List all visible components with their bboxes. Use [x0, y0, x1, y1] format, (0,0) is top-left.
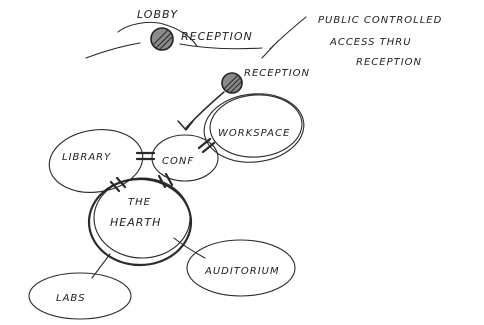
reception-to-conf-arrow: [185, 91, 225, 129]
lobby-flow-line-left: [85, 42, 141, 59]
label-conf: CONF: [162, 156, 194, 167]
annotation-line-3: RECEPTION: [356, 57, 422, 68]
lobby-arc: [117, 21, 198, 47]
labs-bubble: [28, 272, 132, 320]
auditorium-bubble: [186, 239, 296, 297]
hearth-auditorium-link: [173, 237, 206, 259]
label-auditorium: AUDITORIUM: [204, 266, 280, 277]
workspace-bubble: [203, 93, 305, 163]
label-lobby: LOBBY: [137, 8, 178, 21]
hearth-bubble-outline-2: [93, 177, 191, 259]
label-reception-top: RECEPTION: [181, 30, 253, 43]
arrowhead: [177, 120, 194, 131]
mid-node-hatching: [224, 74, 242, 93]
annotation-line-1: PUBLIC CONTROLLED: [318, 15, 442, 26]
library-conf-link: [135, 151, 156, 161]
label-hearth-2: HEARTH: [110, 216, 161, 229]
library-hearth-link: [109, 176, 127, 193]
lobby-flow-line-right: [179, 43, 263, 50]
conf-hearth-link: [157, 172, 174, 189]
hearth-bubble: [87, 177, 193, 267]
annotation-leader-line: [261, 16, 307, 59]
lobby-node-hatching: [153, 29, 173, 51]
mid-reception-node: [221, 72, 243, 94]
hearth-labs-link: [91, 253, 111, 279]
conf-workspace-link: [197, 137, 216, 154]
label-library: LIBRARY: [62, 152, 111, 163]
library-bubble: [48, 129, 144, 193]
workspace-bubble-outline-2: [209, 94, 303, 158]
label-labs: LABS: [56, 293, 86, 304]
label-hearth-1: THE: [128, 197, 151, 208]
label-reception-mid: RECEPTION: [244, 68, 310, 79]
label-workspace: WORKSPACE: [218, 128, 290, 139]
lobby-reception-node: [150, 27, 174, 51]
annotation-line-2: ACCESS THRU: [329, 37, 412, 48]
